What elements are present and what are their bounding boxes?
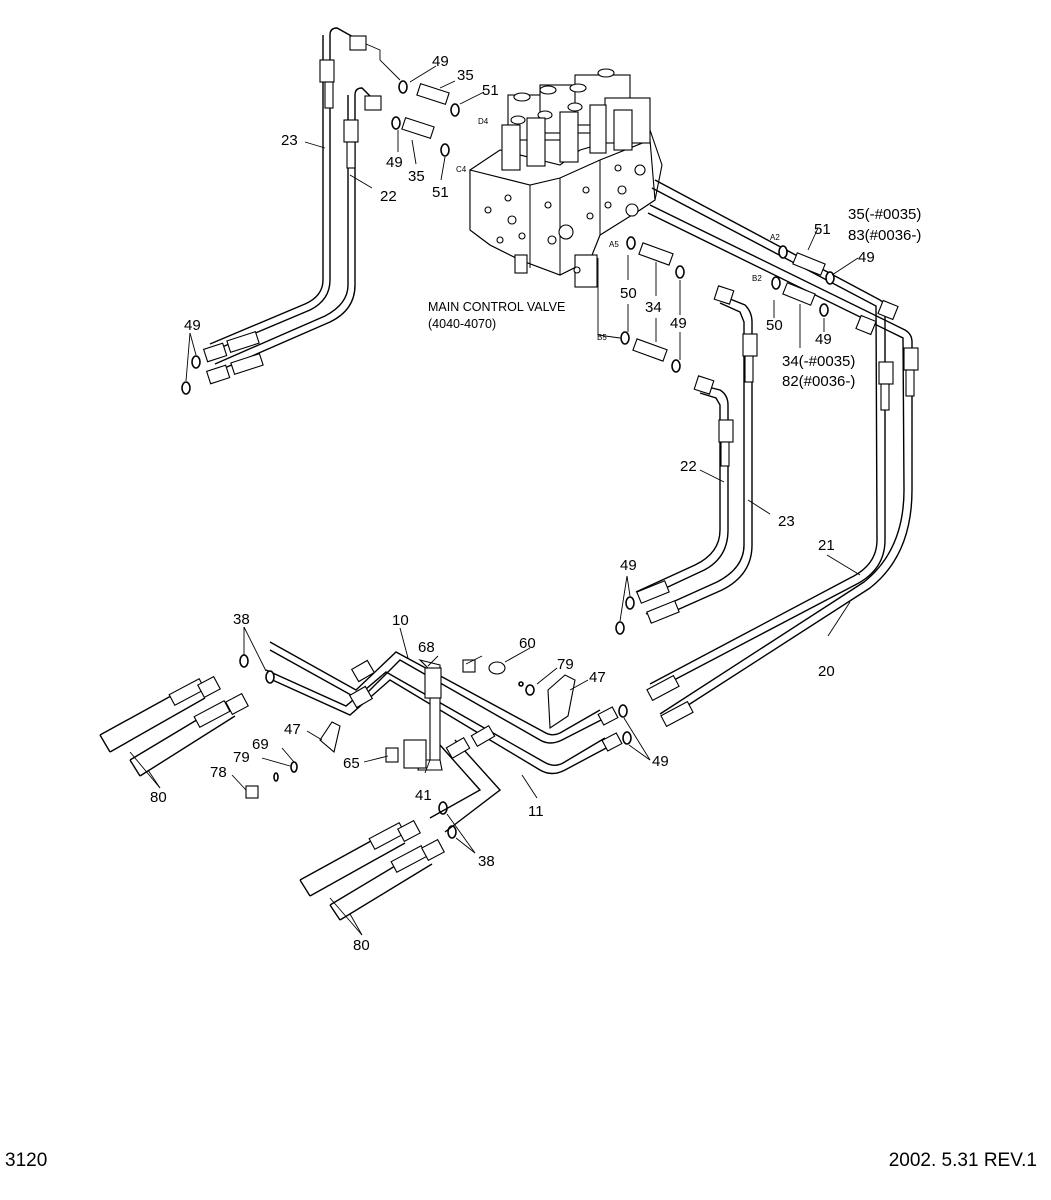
page-number: 3120: [5, 1150, 48, 1171]
label-80: 80: [353, 937, 370, 954]
pipe-10: [269, 641, 606, 744]
valve-caption-range: (4040-4070): [428, 317, 496, 331]
label-83-variant: 83(#0036-): [848, 227, 921, 244]
label-49: 49: [858, 249, 875, 266]
hose-23-upper-left: [202, 27, 401, 363]
fittings-pipe-ends: [597, 704, 651, 761]
label-49: 49: [184, 317, 201, 334]
label-35: 35: [408, 168, 425, 185]
label-23: 23: [778, 513, 795, 530]
label-79: 79: [557, 656, 574, 673]
port-d4: D4: [478, 117, 489, 126]
label-35: 35: [457, 67, 474, 84]
label-47: 47: [589, 669, 606, 686]
hose-22-center: [635, 375, 734, 604]
label-21: 21: [818, 537, 835, 554]
hose-80-upper: [99, 626, 275, 789]
label-38: 38: [233, 611, 250, 628]
hose-22-upper-left: [205, 87, 382, 385]
label-49: 49: [432, 53, 449, 70]
label-11: 11: [528, 803, 544, 820]
label-20: 20: [818, 663, 835, 680]
label-49: 49: [815, 331, 832, 348]
leader-lines: [231, 65, 861, 799]
part-labels: 49 35 51 23 49 35 51 22 49 35(-#0035) 83…: [150, 53, 921, 954]
clamp-bracket-assembly: [245, 658, 576, 799]
date-revision: 2002. 5.31 REV.1: [888, 1150, 1037, 1171]
label-50: 50: [620, 285, 637, 302]
valve-caption-title: MAIN CONTROL VALVE: [428, 300, 565, 314]
port-a5: A5: [609, 240, 619, 249]
label-10: 10: [392, 612, 409, 629]
label-79: 79: [233, 749, 250, 766]
label-49: 49: [670, 315, 687, 332]
label-22: 22: [680, 458, 697, 475]
label-41: 41: [415, 787, 432, 804]
label-65: 65: [343, 755, 360, 772]
port-labels: D4 C4 A2 B2 A5 B5: [456, 117, 780, 342]
label-34-variant: 34(-#0035): [782, 353, 855, 370]
valve-caption: MAIN CONTROL VALVE (4040-4070): [428, 300, 565, 331]
label-49: 49: [386, 154, 403, 171]
hose-23-center: [645, 285, 758, 624]
port-c4: C4: [456, 165, 467, 174]
label-22: 22: [380, 188, 397, 205]
label-49: 49: [652, 753, 669, 770]
fitting-set-right: [771, 245, 899, 336]
label-69: 69: [252, 736, 269, 753]
label-80: 80: [150, 789, 167, 806]
port-b2: B2: [752, 274, 762, 283]
label-68: 68: [418, 639, 435, 656]
label-82-variant: 82(#0036-): [782, 373, 855, 390]
main-control-valve: [469, 68, 663, 288]
label-49: 49: [620, 557, 637, 574]
hose-20: [647, 204, 919, 728]
hose-80-lower: [299, 725, 502, 936]
label-51: 51: [482, 82, 499, 99]
label-50: 50: [766, 317, 783, 334]
label-60: 60: [519, 635, 536, 652]
label-35-variant: 35(-#0035): [848, 206, 921, 223]
port-b5: B5: [597, 333, 607, 342]
fitting-set-upper-left: [181, 80, 460, 395]
fitting-set-center: [597, 236, 685, 635]
label-51: 51: [814, 221, 831, 238]
label-34: 34: [645, 299, 662, 316]
label-51: 51: [432, 184, 449, 201]
label-38: 38: [478, 853, 495, 870]
hose-21: [646, 179, 894, 702]
label-23: 23: [281, 132, 298, 149]
label-47: 47: [284, 721, 301, 738]
label-78: 78: [210, 764, 227, 781]
port-a2: A2: [770, 233, 780, 242]
